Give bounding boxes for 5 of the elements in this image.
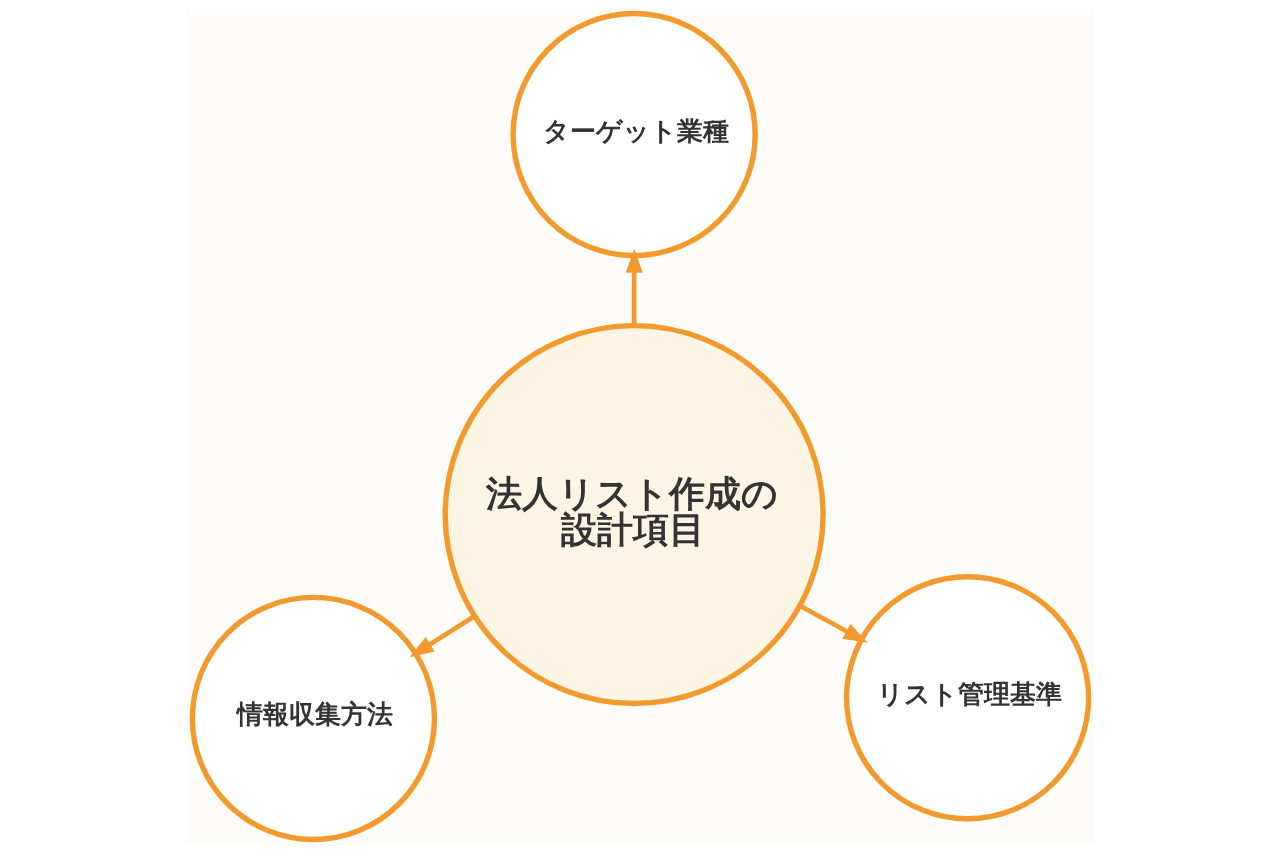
arrow: [409, 614, 475, 658]
node-circle: 法人リスト作成の設計項目: [442, 323, 826, 707]
arrow: [798, 603, 868, 643]
node-circle: ターゲット業種: [509, 10, 758, 259]
arrow: [625, 248, 643, 326]
